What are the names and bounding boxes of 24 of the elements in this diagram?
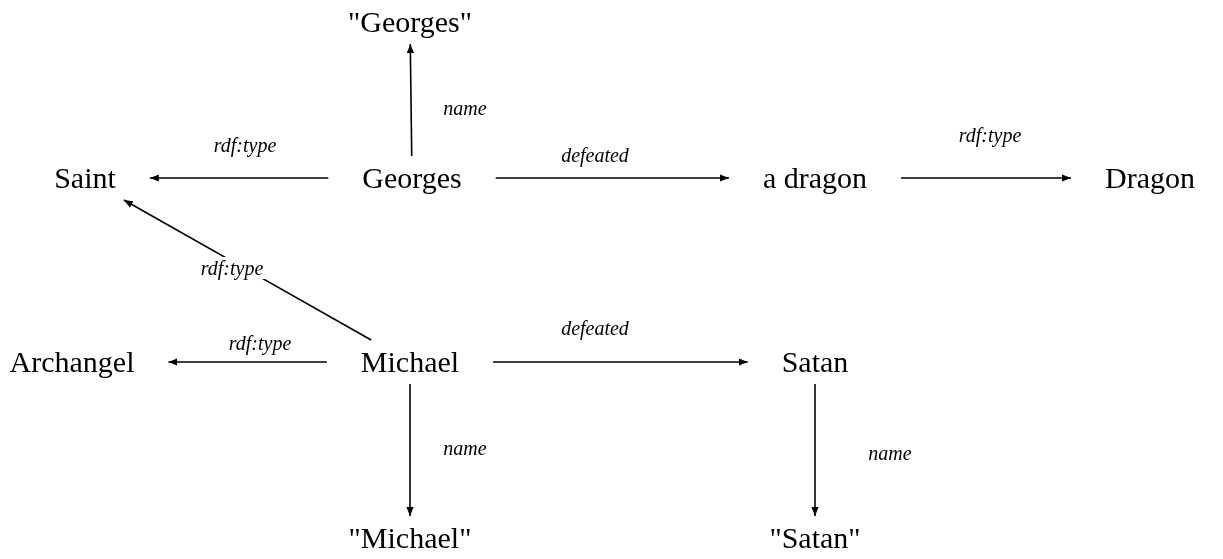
node-label: "Satan" xyxy=(769,522,861,554)
arrow xyxy=(406,43,414,157)
node-label: Saint xyxy=(54,162,116,194)
arrow xyxy=(494,174,730,182)
edge-label: rdf:type xyxy=(226,332,294,354)
edge-label: rdf:type xyxy=(956,124,1024,146)
node-label: Archangel xyxy=(9,346,135,378)
arrow xyxy=(811,383,819,517)
node-label: Georges xyxy=(362,162,462,194)
node-label: Michael xyxy=(360,346,460,378)
arrow xyxy=(149,174,330,182)
arrow xyxy=(900,174,1072,182)
node-label: "Georges" xyxy=(348,6,472,38)
node-label: a dragon xyxy=(762,162,868,194)
arrow xyxy=(167,358,328,366)
edge-label: defeated xyxy=(559,317,631,339)
node-label: Satan xyxy=(781,346,849,378)
node-label: "Michael" xyxy=(348,522,472,554)
arrow xyxy=(406,383,414,517)
edge-label: defeated xyxy=(559,144,631,166)
node-label: Dragon xyxy=(1105,162,1195,194)
arrow xyxy=(492,358,749,366)
edge-label: rdf:type xyxy=(211,134,279,156)
edge-label: rdf:type xyxy=(198,257,266,279)
